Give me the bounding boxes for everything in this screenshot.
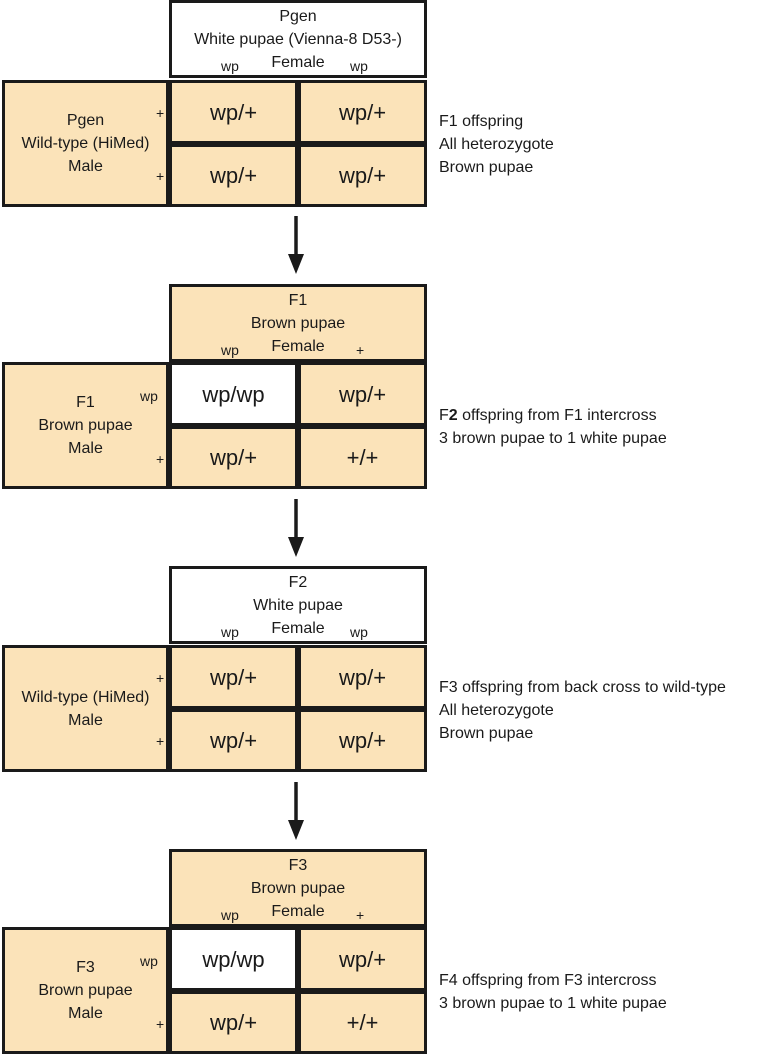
note-line: 3 brown pupae to 1 white pupae: [439, 427, 667, 450]
note-line: F4 offspring from F3 intercross: [439, 969, 667, 992]
note-line: All heterozygote: [439, 133, 554, 156]
male-label-line: F1: [76, 394, 95, 411]
note-text: F: [439, 407, 449, 424]
punnett-cell: +/+: [298, 991, 427, 1054]
note-text: 2: [448, 407, 458, 424]
male-label-line: Brown pupae: [38, 982, 133, 999]
punnett-cell: wp/+: [298, 144, 427, 207]
female-allele-right: wp: [350, 624, 368, 640]
punnett-cell: wp/+: [169, 144, 298, 207]
male-allele-top: wp: [140, 953, 158, 969]
note-line: 3 brown pupae to 1 white pupae: [439, 992, 667, 1015]
female-allele-right: +: [356, 342, 365, 358]
note-text: 3 brown pupae to 1 white pupae: [439, 430, 667, 447]
note-text: F4 offspring from F3 intercross: [439, 972, 657, 989]
male-allele-bottom: +: [156, 168, 165, 184]
punnett-cell: wp/+: [298, 709, 427, 772]
male-allele-top: +: [156, 105, 165, 121]
female-allele-left: wp: [221, 624, 239, 640]
note-text: offspring from F1 intercross: [457, 407, 657, 424]
male-label-line: Male: [68, 440, 103, 457]
female-label-line: F3: [288, 856, 308, 874]
female-label-line: Brown pupae: [250, 879, 346, 897]
female-label-line: Female: [271, 619, 325, 637]
male-label-line: Male: [68, 711, 103, 729]
female-allele-left: wp: [221, 342, 239, 358]
punnett-cell: wp/+: [169, 709, 298, 772]
punnett-cell: wp/+: [169, 80, 298, 144]
note-text: Brown pupae: [439, 725, 534, 742]
female-label-line: Female: [271, 53, 325, 71]
note-line: F3 offspring from back cross to wild-typ…: [439, 676, 726, 699]
punnett-cell: wp/+: [298, 927, 427, 991]
male-allele-bottom: +: [156, 451, 165, 467]
female-parent-box: F2 White pupae Female: [169, 566, 427, 644]
offspring-note: F2 offspring from F1 intercross 3 brown p…: [439, 404, 667, 450]
male-allele-bottom: +: [156, 1016, 165, 1032]
female-label-line: F2: [288, 573, 308, 591]
note-line: F2 offspring from F1 intercross: [439, 404, 667, 427]
female-parent-box: F3 Brown pupae Female: [169, 849, 427, 927]
down-arrow-icon: [288, 782, 304, 840]
down-arrow-icon: [288, 216, 304, 274]
note-text: F1 offspring: [439, 113, 524, 130]
male-allele-top: wp: [140, 388, 158, 404]
offspring-note: F4 offspring from F3 intercross 3 brown p…: [439, 969, 667, 1015]
note-text: All heterozygote: [439, 136, 554, 153]
note-text: F3 offspring from back cross to wild-typ…: [439, 679, 726, 696]
punnett-cell: wp/+: [169, 991, 298, 1054]
female-allele-left: wp: [221, 58, 239, 74]
female-parent-box: F1 Brown pupae Female: [169, 284, 427, 362]
male-label-line: Wild-type (HiMed): [21, 688, 150, 706]
male-parent-box: F3 Brown pupae Male: [2, 927, 169, 1054]
female-allele-right: wp: [350, 58, 368, 74]
punnett-cell: wp/wp: [169, 927, 298, 991]
punnett-cell: +/+: [298, 426, 427, 489]
female-label-line: Brown pupae: [250, 314, 346, 332]
male-allele-top: +: [156, 670, 165, 686]
male-label-line: Wild-type (HiMed): [21, 135, 150, 152]
male-label-line: F3: [76, 959, 95, 976]
female-label-line: Female: [271, 902, 325, 920]
punnett-cell: wp/+: [169, 426, 298, 489]
male-parent-box: F1 Brown pupae Male: [2, 362, 169, 489]
offspring-note: F3 offspring from back cross to wild-typ…: [439, 676, 726, 745]
note-line: Brown pupae: [439, 722, 726, 745]
female-label-line: Pgen: [279, 7, 317, 25]
male-parent-box: Pgen Wild-type (HiMed) Male: [2, 80, 169, 207]
note-text: 3 brown pupae to 1 white pupae: [439, 995, 667, 1012]
note-line: All heterozygote: [439, 699, 726, 722]
male-parent-box: Wild-type (HiMed) Male: [2, 645, 169, 772]
male-allele-bottom: +: [156, 733, 165, 749]
male-label-line: Brown pupae: [38, 417, 133, 434]
punnett-cell: wp/+: [169, 645, 298, 709]
down-arrow-icon: [288, 499, 304, 557]
punnett-cell: wp/+: [298, 645, 427, 709]
female-label-line: White pupae (Vienna-8 D53-): [194, 30, 402, 48]
female-allele-left: wp: [221, 907, 239, 923]
note-text: Brown pupae: [439, 159, 534, 176]
female-label-line: Female: [271, 337, 325, 355]
female-allele-right: +: [356, 907, 365, 923]
punnett-cell: wp/+: [298, 362, 427, 426]
note-text: All heterozygote: [439, 702, 554, 719]
female-label-line: F1: [288, 291, 308, 309]
male-label-line: Pgen: [66, 112, 105, 129]
note-line: F1 offspring: [439, 110, 554, 133]
punnett-cell: wp/wp: [169, 362, 298, 426]
female-label-line: White pupae: [253, 596, 343, 614]
male-label-line: Male: [68, 1005, 103, 1022]
male-label-line: Male: [68, 158, 103, 175]
punnett-cell: wp/+: [298, 80, 427, 144]
note-line: Brown pupae: [439, 156, 554, 179]
female-parent-box: Pgen White pupae (Vienna-8 D53-) Female: [169, 0, 427, 78]
